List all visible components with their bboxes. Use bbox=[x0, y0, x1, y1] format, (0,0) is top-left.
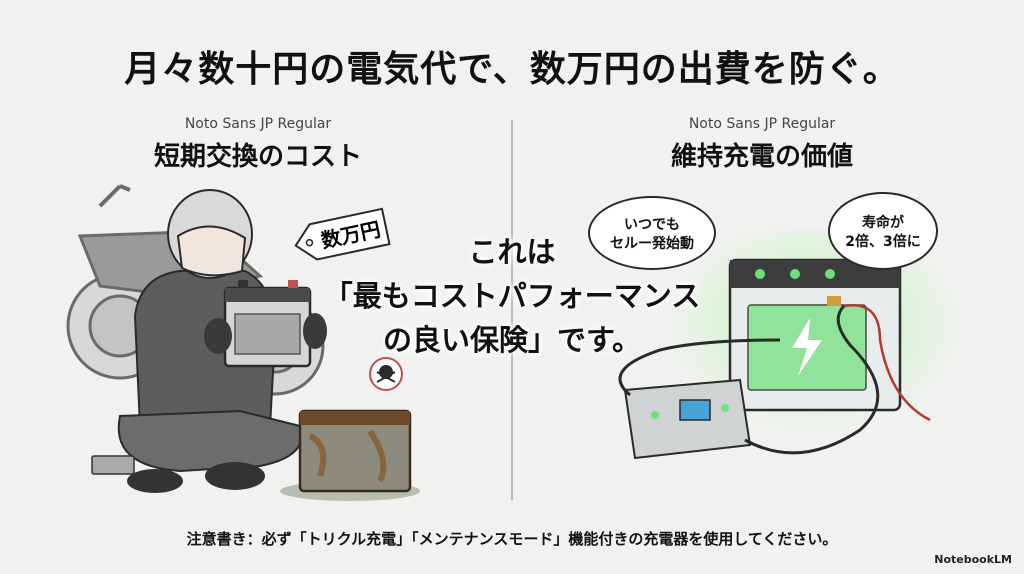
red-lead bbox=[843, 303, 931, 422]
held-battery-icon bbox=[223, 280, 312, 368]
left-font-note: Noto Sans JP Regular bbox=[184, 116, 332, 132]
page-title: 月々数十円の電気代で、数万円の出費を防ぐ。 bbox=[124, 49, 900, 90]
center-line-3: の良い保険」です。 bbox=[382, 323, 642, 357]
right-heading: 維持充電の価値 bbox=[670, 142, 853, 172]
helmet-icon bbox=[167, 189, 253, 279]
speech-bubble-lifespan: 寿命が 2倍、3倍に bbox=[828, 192, 938, 270]
right-illustration bbox=[618, 230, 965, 460]
center-message: これは 「最もコストパフォーマンス の良い保険」です。 bbox=[310, 230, 714, 362]
caution-note: 注意書き：必ず「トリクル充電」「メンテナンスモード」機能付きの充電器を使用してく… bbox=[186, 530, 838, 548]
lightning-icon bbox=[792, 318, 822, 376]
rusty-battery-icon bbox=[280, 409, 420, 501]
left-heading: 短期交換のコスト bbox=[153, 142, 362, 172]
right-font-note: Noto Sans JP Regular bbox=[688, 116, 836, 132]
price-tag: 数万円 bbox=[294, 207, 391, 261]
center-line-2: 「最もコストパフォーマンス bbox=[323, 279, 701, 313]
center-divider bbox=[511, 120, 513, 500]
center-line-1: これは bbox=[468, 235, 556, 269]
left-illustration: 数万円 bbox=[66, 184, 420, 501]
charger-cable bbox=[618, 304, 880, 455]
charger-icon bbox=[623, 378, 752, 460]
rider-figure bbox=[117, 189, 327, 493]
battery-icon bbox=[728, 258, 902, 412]
brand-logo: NotebookLM bbox=[934, 553, 1012, 566]
right-column-header: Noto Sans JP Regular 維持充電の価値 bbox=[592, 116, 932, 173]
left-column-header: Noto Sans JP Regular 短期交換のコスト bbox=[88, 116, 428, 173]
multimeter-icon bbox=[91, 455, 135, 475]
skull-icon bbox=[369, 357, 403, 391]
speech-bubble-start: いつでも セルー発始動 bbox=[588, 196, 716, 270]
